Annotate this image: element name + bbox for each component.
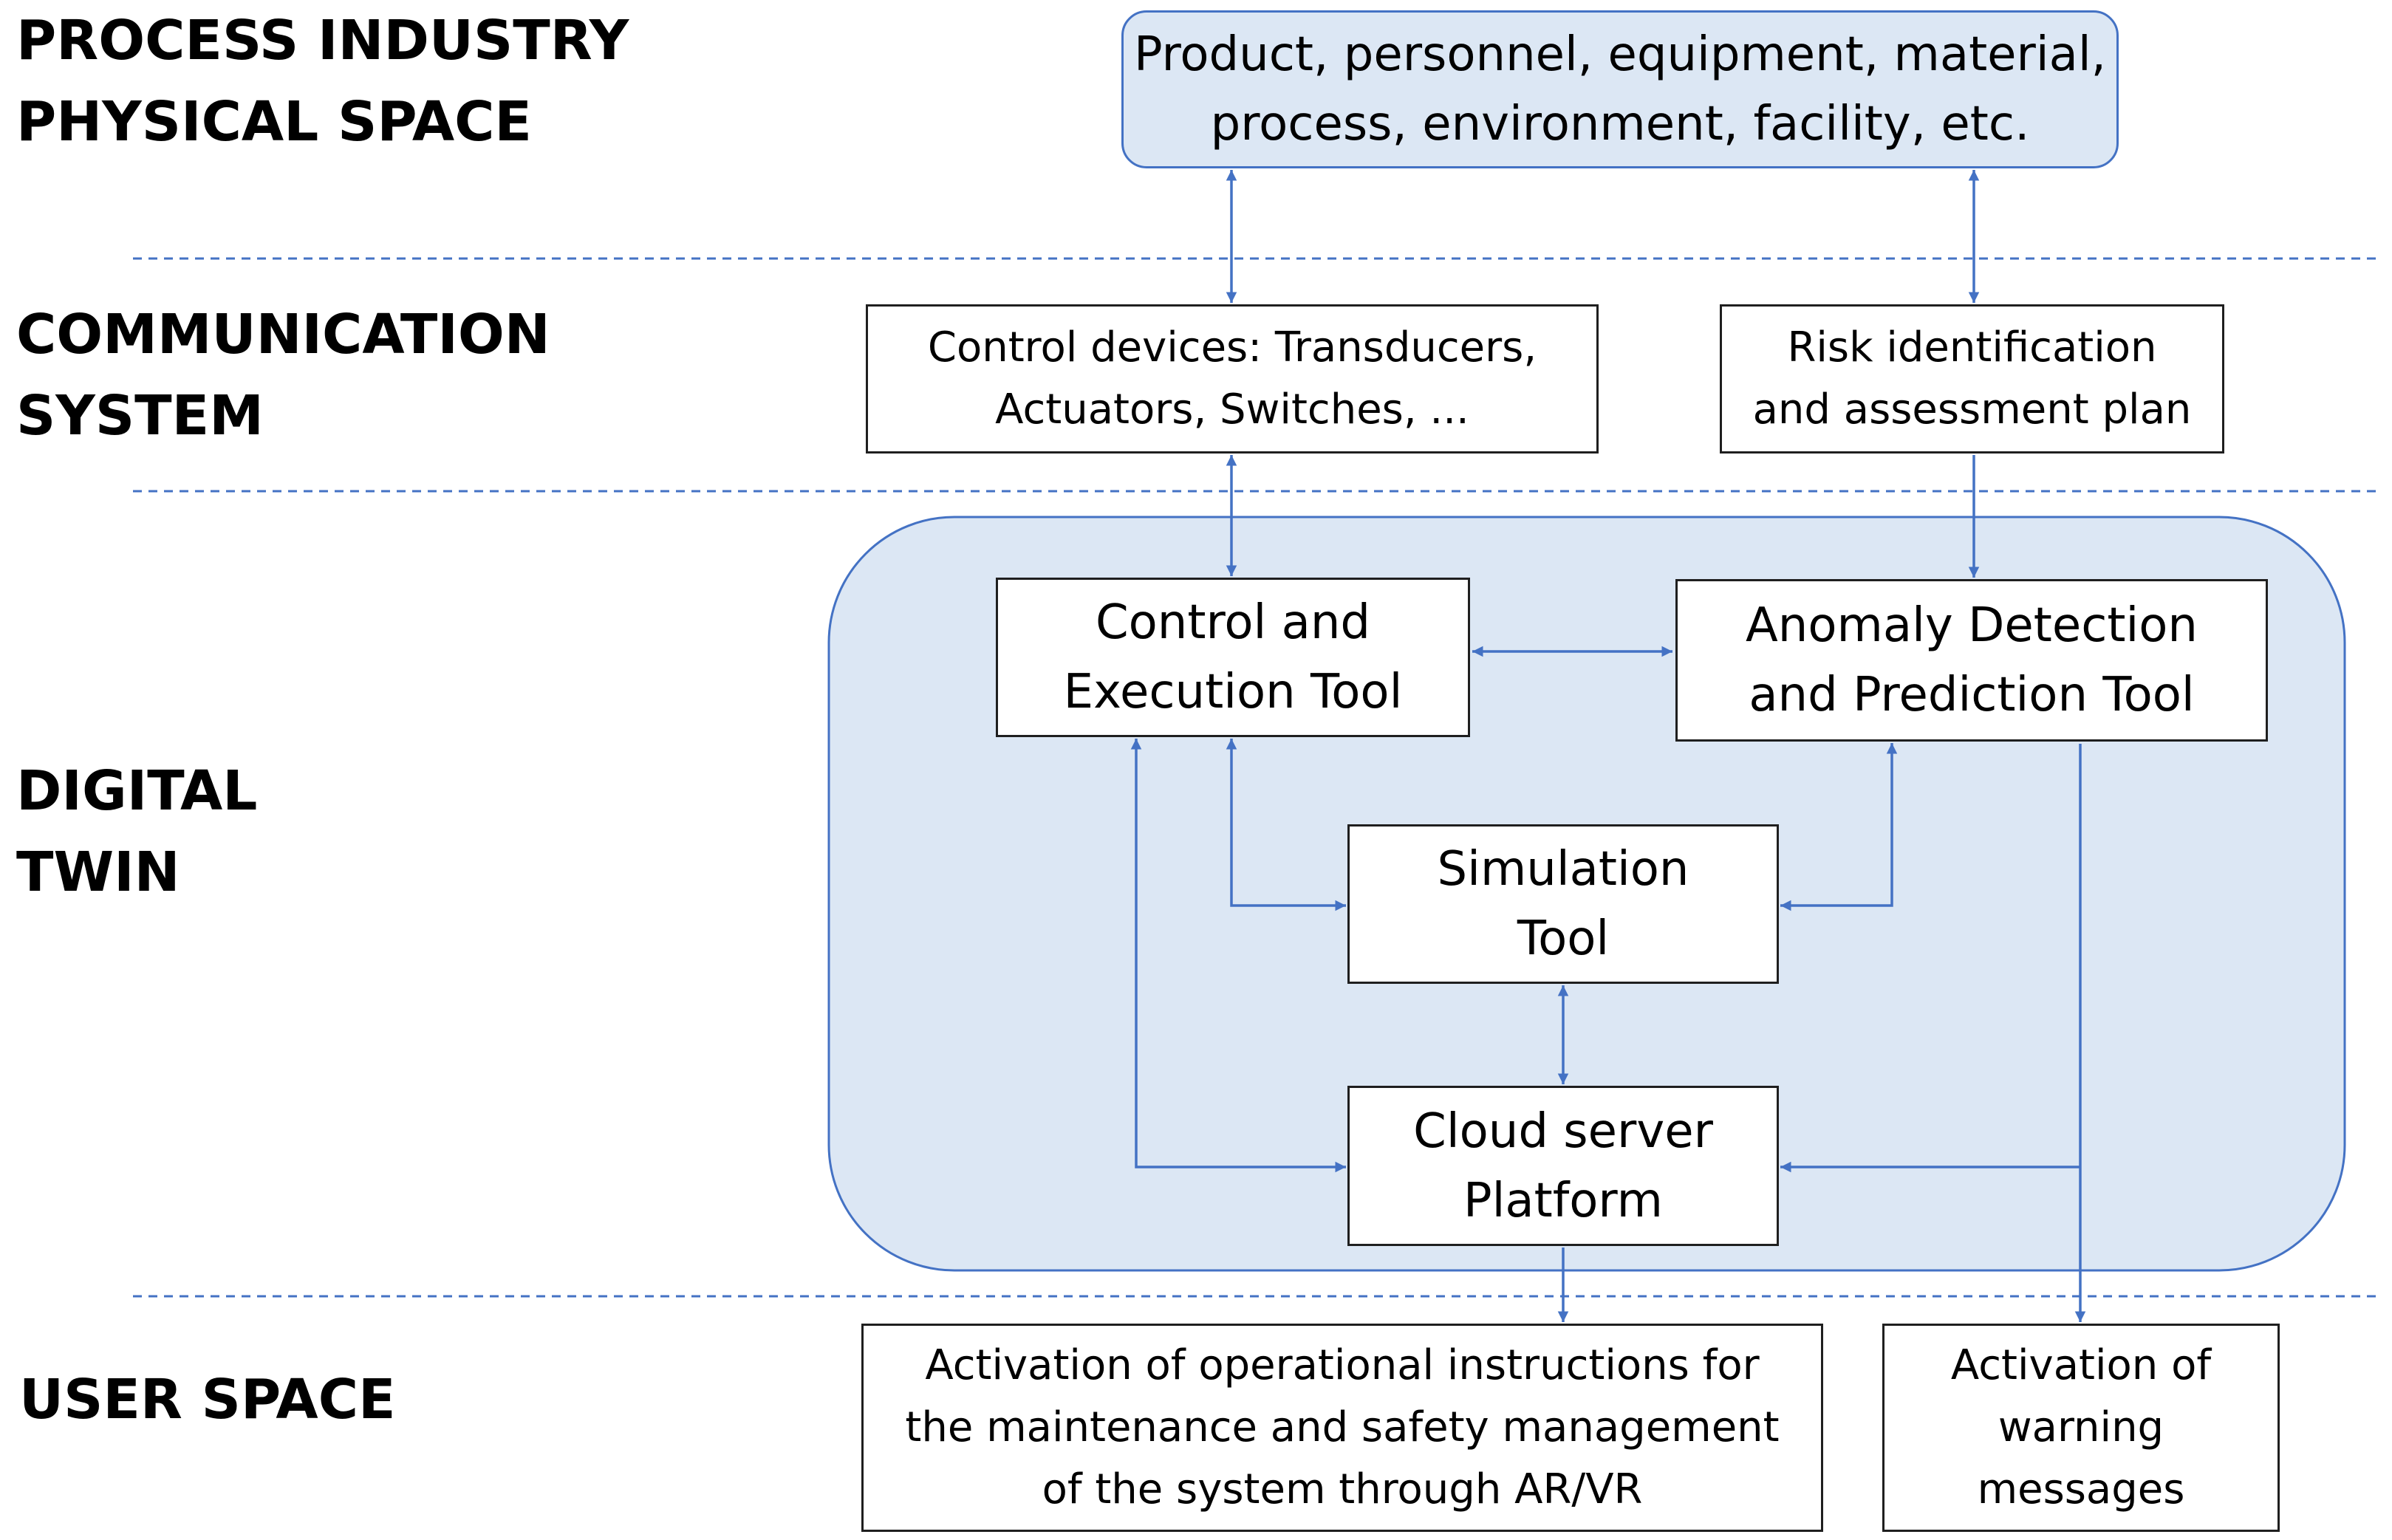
operational-instructions-text: Activation of operational instructions f… [905, 1341, 1780, 1513]
arrow-control-cloud [1130, 739, 1346, 1173]
anomaly-detection-tool-box: Anomaly Detection and Prediction Tool [1675, 579, 2268, 742]
control-devices-text: Control devices: Transducers, Actuators,… [927, 324, 1537, 434]
warning-messages-box: Activation of warning messages [1882, 1324, 2280, 1532]
cloud-server-platform-text: Cloud server Platform [1413, 1103, 1713, 1228]
physical-entities-box: Product, personnel, equipment, material,… [1121, 10, 2119, 168]
simulation-tool-text: Simulation Tool [1437, 842, 1689, 966]
control-devices-box: Control devices: Transducers, Actuators,… [866, 304, 1599, 454]
physical-entities-text: Product, personnel, equipment, material,… [1134, 27, 2106, 151]
arrow-anomaly-simulation [1780, 743, 1898, 911]
anomaly-detection-tool-text: Anomaly Detection and Prediction Tool [1746, 598, 2198, 722]
layer-label-digital-twin: DIGITAL TWIN [16, 759, 258, 904]
warning-messages-text: Activation of warning messages [1950, 1341, 2212, 1513]
layer-label-user-space: USER SPACE [19, 1368, 396, 1431]
layer-label-physical: PROCESS INDUSTRY PHYSICAL SPACE [16, 9, 629, 154]
operational-instructions-box: Activation of operational instructions f… [861, 1324, 1823, 1532]
simulation-tool-box: Simulation Tool [1347, 824, 1779, 984]
cloud-server-platform-box: Cloud server Platform [1347, 1086, 1779, 1246]
control-execution-tool-box: Control and Execution Tool [996, 578, 1470, 737]
risk-plan-box: Risk identification and assessment plan [1720, 304, 2224, 454]
layer-label-communication: COMMUNICATION SYSTEM [16, 303, 550, 448]
risk-plan-text: Risk identification and assessment plan [1752, 324, 2192, 434]
control-execution-tool-text: Control and Execution Tool [1063, 595, 1403, 719]
